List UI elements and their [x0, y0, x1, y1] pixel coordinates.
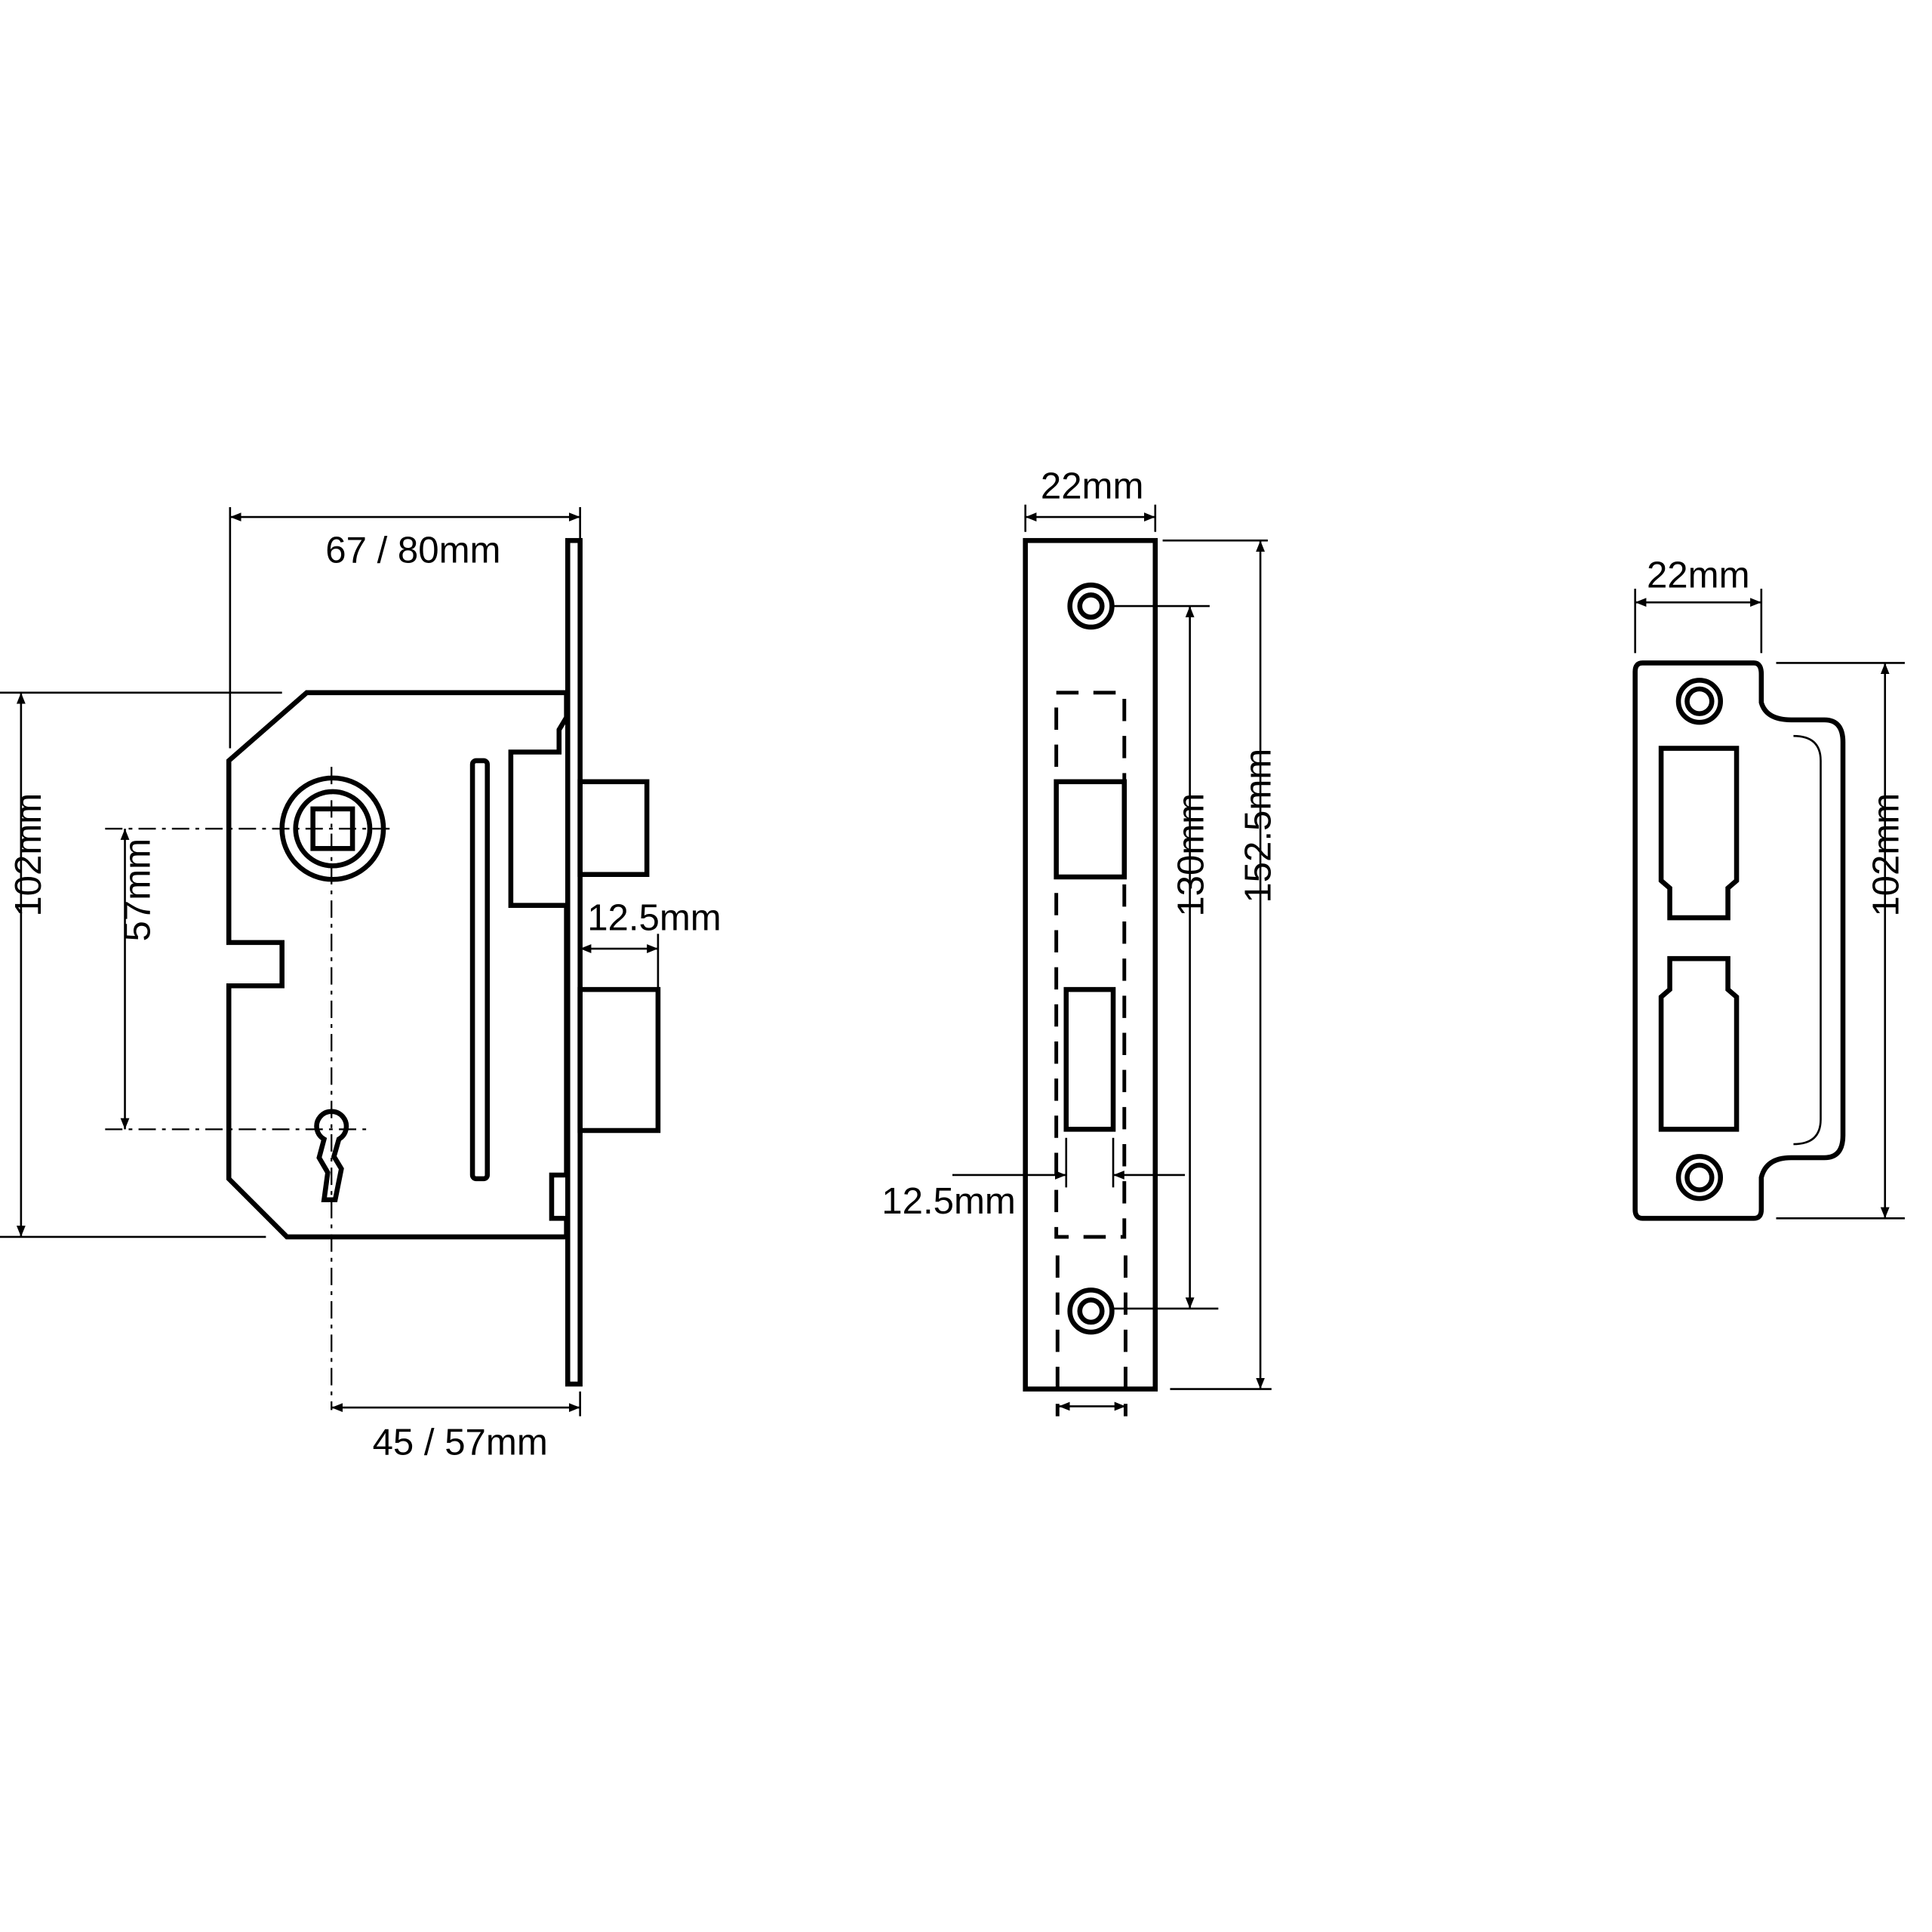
fixing-centres-label: 130mm	[1170, 793, 1211, 917]
backset-label: 45 / 57mm	[373, 1421, 548, 1463]
strike-height-label: 102mm	[1865, 793, 1906, 917]
lock-case	[226, 690, 569, 1240]
forend-plate	[565, 537, 583, 1387]
slot	[469, 758, 491, 1182]
forend-plate-front	[1023, 537, 1158, 1392]
centres-label: 57mm	[117, 838, 158, 942]
latch-recess	[1658, 746, 1740, 921]
latch-bolt	[577, 779, 650, 877]
strike-plate-view: 22mm 102mm	[1632, 554, 1906, 1221]
bolt-width-label: 12.5mm	[881, 1180, 1016, 1222]
strike-plate	[1632, 660, 1846, 1221]
strike-width-label: 22mm	[1647, 554, 1750, 595]
keyhole-icon	[314, 1109, 349, 1203]
bolt-recess	[1658, 955, 1740, 1132]
forend-length-label: 152.5mm	[1238, 749, 1279, 903]
body-height-label: 102mm	[8, 793, 49, 917]
forend-view: 22mm 130mm 152.5mm 12.5mm	[881, 465, 1279, 1417]
latch-aperture	[1054, 779, 1128, 880]
forend-width-label: 22mm	[1041, 465, 1144, 506]
body-width-label: 67 / 80mm	[325, 530, 500, 571]
lock-body-view: 67 / 80mm 102mm 57mm 12.5mm 45 / 57mm	[0, 506, 721, 1463]
bolt-projection-label: 12.5mm	[587, 897, 721, 938]
dead-bolt	[577, 986, 661, 1134]
bolt-aperture	[1063, 986, 1116, 1132]
